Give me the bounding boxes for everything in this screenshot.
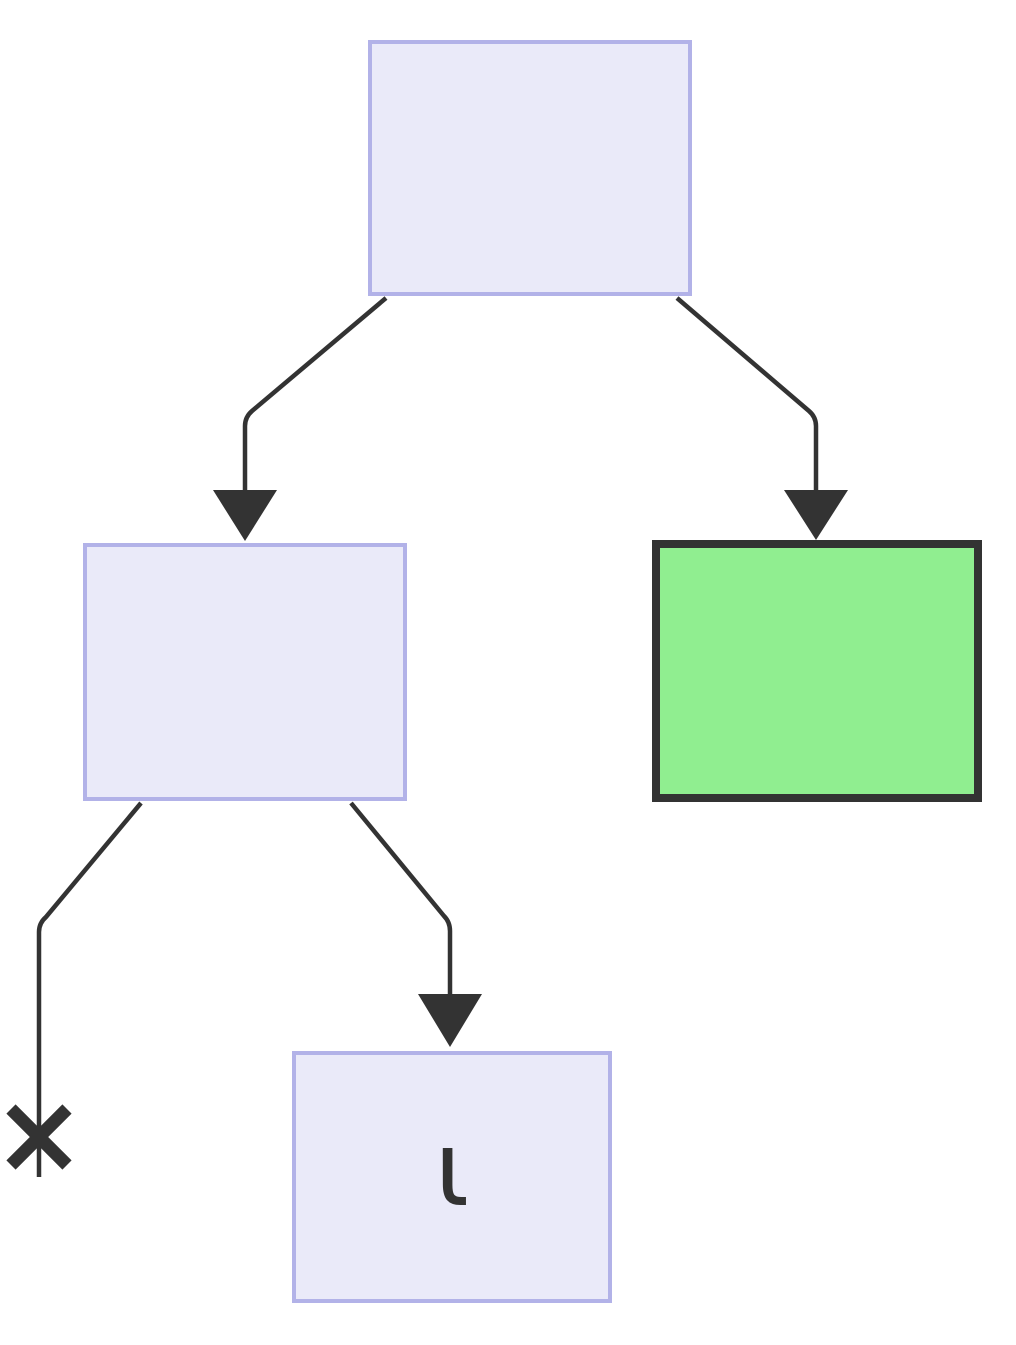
cross-icon [6, 1104, 72, 1170]
edge-left-child-to-cross [36, 801, 143, 1177]
grandchild-node-label: ι [434, 1108, 469, 1230]
root-node [368, 40, 692, 296]
arrowhead-icon [418, 994, 482, 1047]
edge-root-to-left-child [242, 296, 388, 494]
arrowhead-icon [213, 490, 277, 541]
edge-root-to-right-child [675, 296, 819, 492]
right-child-node-highlighted [652, 540, 982, 802]
left-child-node [83, 543, 407, 801]
arrowhead-icon [784, 490, 848, 540]
edge-left-child-to-grandchild [349, 801, 453, 998]
grandchild-node [292, 1051, 612, 1303]
